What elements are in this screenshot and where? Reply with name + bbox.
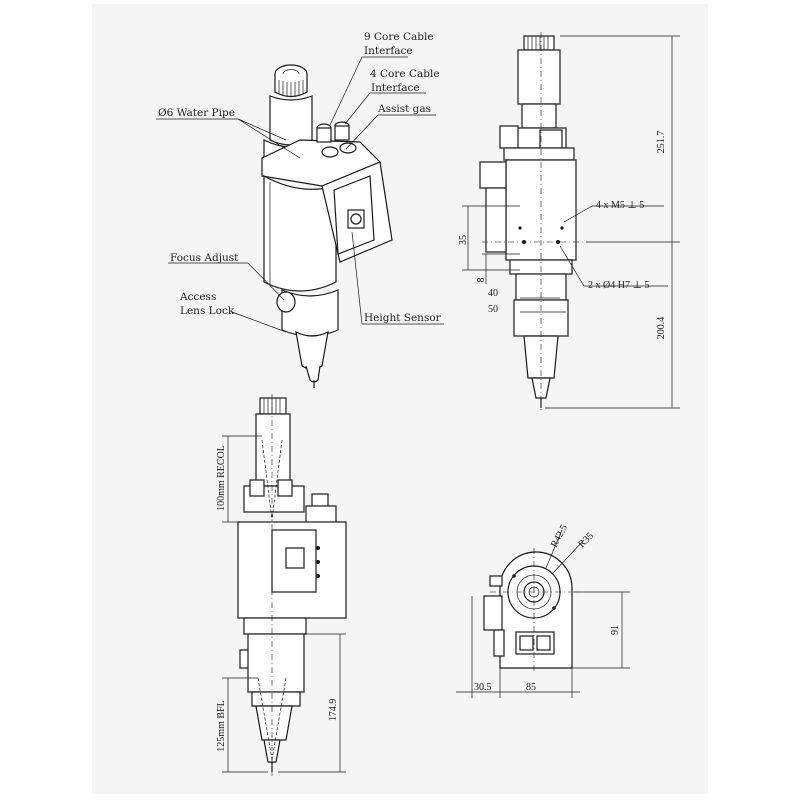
callout-focus-adjust: Focus Adjust (170, 252, 239, 264)
dim-251-7: 251.7 (656, 131, 667, 154)
dim-30-5: 30.5 (474, 682, 492, 693)
callout-height-sensor: Height Sensor (364, 312, 442, 324)
front-view-dimensions: 100mm RECOL 125mm BFL 174.9 (216, 435, 346, 773)
isometric-view (261, 64, 393, 388)
dim-50: 50 (488, 304, 498, 315)
side-view-dimensions: 251.7 200.4 35 8 40 50 4 x M5 ⊥ 5 2 x Ø4… (458, 35, 680, 409)
callout-access-line2: Lens Lock (180, 305, 235, 317)
dim-40: 40 (488, 288, 498, 299)
side-view (479, 32, 586, 410)
dim-174-9: 174.9 (328, 699, 339, 722)
dim-200-4: 200.4 (656, 317, 667, 340)
callout-access-line1: Access (179, 291, 216, 303)
dim-r35: R35 (576, 531, 596, 551)
dim-holes-d4: 2 x Ø4 H7 ⊥ 5 (588, 280, 649, 291)
dim-8: 8 (476, 278, 487, 283)
callout-4-core-line2: Interface (371, 82, 420, 94)
isometric-callout-labels: 9 Core Cable Interface 4 Core Cable Inte… (158, 31, 442, 324)
dim-recol: 100mm RECOL (216, 445, 227, 511)
dim-91: 91 (610, 625, 621, 635)
callout-assist-gas: Assist gas (377, 103, 431, 115)
dim-holes-m5: 4 x M5 ⊥ 5 (596, 200, 644, 211)
callout-9-core-line1: 9 Core Cable (364, 31, 434, 43)
dim-35: 35 (458, 235, 469, 245)
dim-r42-5: R42.5 (549, 523, 570, 550)
callout-4-core-line1: 4 Core Cable (370, 68, 440, 80)
dim-85: 85 (526, 682, 536, 693)
isometric-callout-leaders (156, 56, 444, 333)
callout-water-pipe: Ø6 Water Pipe (158, 107, 235, 119)
dim-bfl: 125mm BFL (216, 700, 227, 751)
callout-9-core-line2: Interface (364, 45, 413, 57)
top-view (483, 548, 580, 672)
front-view (237, 394, 347, 776)
sheet-frame (92, 4, 708, 794)
